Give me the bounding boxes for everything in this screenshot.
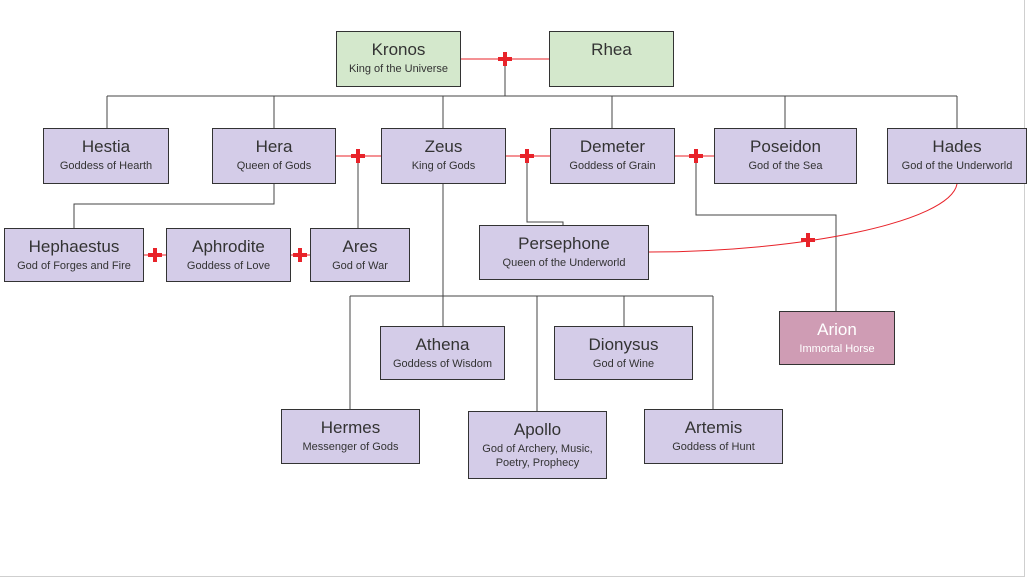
node-role: Goddess of Hunt	[672, 441, 755, 453]
node-hermes[interactable]: Hermes Messenger of Gods	[281, 409, 420, 464]
node-role: Queen of Gods	[236, 160, 312, 172]
node-kronos[interactable]: Kronos King of the Universe	[336, 31, 461, 87]
marriage-marker-demeter-poseidon	[689, 149, 703, 163]
node-hera[interactable]: Hera Queen of Gods	[212, 128, 336, 184]
node-name: Poseidon	[750, 137, 821, 156]
node-apollo[interactable]: Apollo God of Archery, Music, Poetry, Pr…	[468, 411, 607, 479]
node-name: Persephone	[518, 234, 610, 253]
node-ares[interactable]: Ares God of War	[310, 228, 410, 282]
node-name: Athena	[415, 335, 470, 354]
child-link-arion	[695, 156, 837, 311]
node-rhea[interactable]: Rhea	[549, 31, 674, 87]
node-role: God of Forges and Fire	[17, 260, 131, 272]
node-role: Messenger of Gods	[302, 441, 399, 453]
node-name: Dionysus	[588, 335, 659, 354]
node-role: God of the Underworld	[901, 160, 1013, 172]
node-role: Goddess of Grain	[569, 160, 656, 172]
node-role: God of Archery, Music, Poetry, Prophecy	[482, 443, 593, 469]
node-name: Artemis	[684, 418, 743, 437]
node-role: God of War	[332, 260, 388, 272]
node-name: Rhea	[591, 40, 632, 59]
node-name: Hestia	[81, 137, 131, 156]
marriage-marker-kronos-rhea	[498, 52, 512, 66]
node-name: Arion	[817, 320, 857, 339]
child-link-persephone	[526, 156, 564, 225]
node-role: King of the Universe	[348, 63, 449, 75]
node-name: Kronos	[371, 40, 426, 59]
node-name: Ares	[342, 237, 378, 256]
node-name: Hephaestus	[28, 237, 120, 256]
marriage-marker-hades-persephone	[801, 233, 815, 247]
node-role: Goddess of Wisdom	[392, 358, 493, 370]
marriage-marker-hera-zeus	[351, 149, 365, 163]
node-name: Hades	[932, 137, 982, 156]
node-artemis[interactable]: Artemis Goddess of Hunt	[644, 409, 783, 464]
node-name: Apollo	[513, 420, 562, 439]
node-role: Goddess of Love	[186, 260, 271, 272]
child-link-hephaestus	[73, 184, 275, 228]
node-aphrodite[interactable]: Aphrodite Goddess of Love	[166, 228, 291, 282]
marriage-marker-zeus-demeter	[520, 149, 534, 163]
node-dionysus[interactable]: Dionysus God of Wine	[554, 326, 693, 380]
node-zeus[interactable]: Zeus King of Gods	[381, 128, 506, 184]
marriage-line-hades-persephone	[648, 183, 958, 253]
node-arion[interactable]: Arion Immortal Horse	[779, 311, 895, 365]
node-name: Hera	[255, 137, 293, 156]
node-role: God of the Sea	[748, 160, 823, 172]
node-hades[interactable]: Hades God of the Underworld	[887, 128, 1027, 184]
node-role: God of Wine	[592, 358, 655, 370]
node-athena[interactable]: Athena Goddess of Wisdom	[380, 326, 505, 380]
node-hephaestus[interactable]: Hephaestus God of Forges and Fire	[4, 228, 144, 282]
node-demeter[interactable]: Demeter Goddess of Grain	[550, 128, 675, 184]
node-name: Hermes	[320, 418, 381, 437]
node-role: Queen of the Underworld	[502, 257, 626, 269]
node-name: Aphrodite	[192, 237, 265, 256]
node-name: Demeter	[579, 137, 646, 156]
marriage-marker-hephaestus-aphrodite	[148, 248, 162, 262]
node-poseidon[interactable]: Poseidon God of the Sea	[714, 128, 857, 184]
node-hestia[interactable]: Hestia Goddess of Hearth	[43, 128, 169, 184]
node-name: Zeus	[424, 137, 463, 156]
marriage-marker-aphrodite-ares	[293, 248, 307, 262]
node-persephone[interactable]: Persephone Queen of the Underworld	[479, 225, 649, 280]
node-role: King of Gods	[411, 160, 476, 172]
node-role: Immortal Horse	[799, 343, 875, 355]
node-role: Goddess of Hearth	[59, 160, 153, 172]
